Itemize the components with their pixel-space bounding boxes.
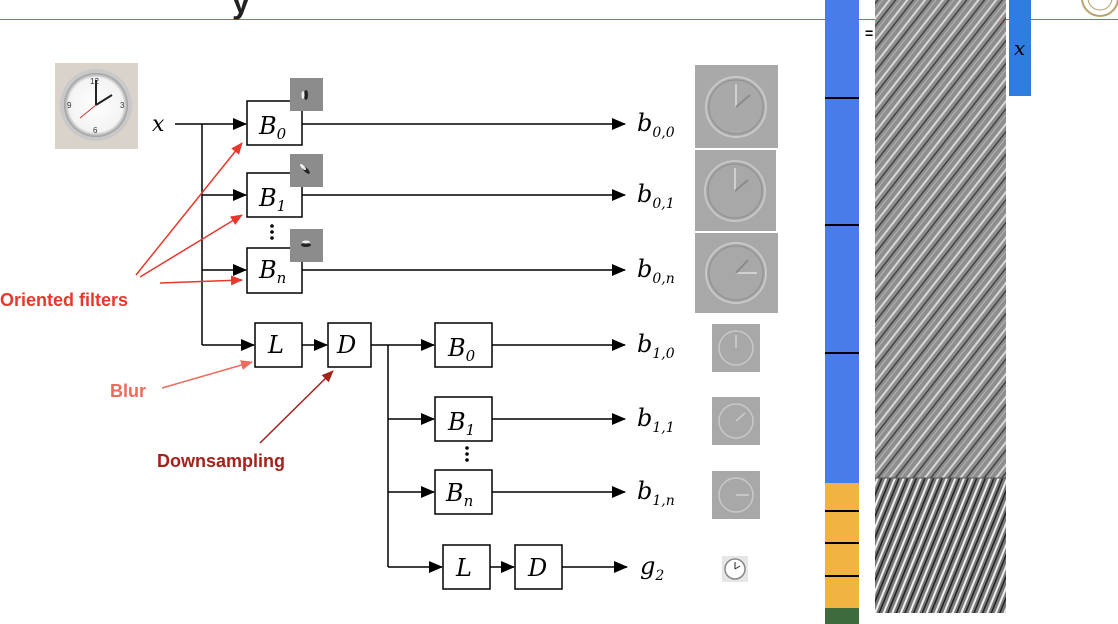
slide-title-fragment: y [232, 0, 250, 20]
output-b00: b0,0 [637, 109, 675, 141]
label-bn-level1: Bn [445, 479, 473, 510]
input-vector-bar [1009, 0, 1031, 96]
output-b01: b0,1 [637, 180, 675, 212]
diagram-connectors [175, 118, 628, 573]
annotation-oriented-filters: Oriented filters [0, 290, 128, 310]
vector-x-label: x [1014, 36, 1025, 60]
label-b1: B1 [258, 184, 286, 215]
filter-kernel-thumbnails [290, 78, 323, 262]
filter-block-b1-level1 [434, 396, 493, 442]
arrow-blur-to-l [161, 360, 253, 389]
downsample-block-d [327, 322, 372, 368]
label-d: D [336, 331, 356, 359]
input-clock-image: 12 3 6 9 [55, 63, 138, 149]
output-b10: b1,0 [637, 330, 675, 362]
university-seal-logo [1081, 0, 1118, 17]
arrow-oriented-to-b0 [135, 142, 243, 276]
annotation-downsampling: Downsampling [157, 451, 285, 471]
annotation-blur: Blur [110, 381, 146, 401]
label-l-level1: L [455, 554, 472, 582]
label-l: L [267, 331, 284, 359]
label-b0: B0 [258, 112, 287, 143]
downsample-block-d-level1 [514, 544, 563, 590]
svg-text:9: 9 [67, 101, 72, 110]
label-b1-level1: B1 [447, 408, 475, 439]
pyramid-matrix-image [875, 0, 1006, 613]
label-b0-level1: B0 [447, 334, 476, 365]
label-bn: Bn [258, 256, 286, 287]
ellipsis-dots [270, 224, 469, 462]
label-d-level1: D [527, 554, 547, 582]
output-band-images [695, 65, 778, 582]
blur-block-l-level1 [442, 544, 491, 590]
arrow-oriented-to-bn [159, 275, 243, 286]
output-b0n: b0,n [637, 255, 675, 287]
coefficient-vector-bar [825, 0, 859, 624]
output-b1n: b1,n [637, 477, 675, 509]
equals-sign: = [865, 25, 873, 41]
arrow-downsampling-to-d [259, 370, 334, 444]
svg-text:3: 3 [120, 101, 125, 110]
svg-text:12: 12 [90, 77, 99, 86]
output-g2: g2 [640, 552, 664, 584]
filter-block-bn-level1 [434, 469, 493, 515]
input-x-label: x [152, 112, 165, 137]
arrow-oriented-to-b1 [139, 214, 243, 278]
header-rule [0, 19, 1118, 20]
blur-block-l [254, 322, 303, 368]
filter-block-b0-level1 [434, 322, 493, 368]
output-b11: b1,1 [637, 404, 675, 436]
svg-text:6: 6 [93, 126, 98, 135]
